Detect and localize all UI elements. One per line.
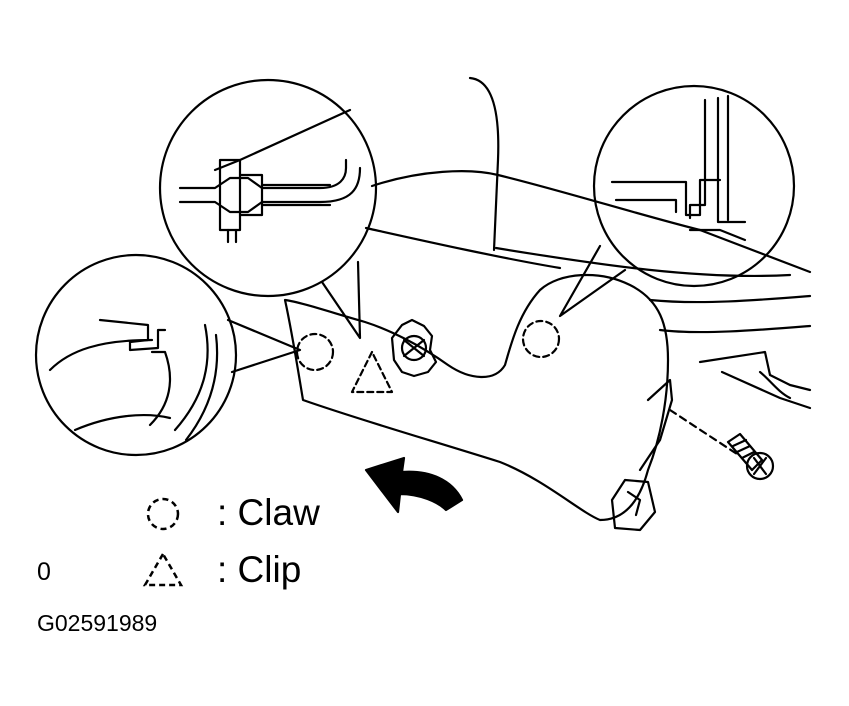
knob-icon [390,318,438,378]
seat-side-cover [283,273,670,522]
claw-marker-right [521,319,561,359]
claw-symbol-icon [146,497,180,531]
zero-label: 0 [37,558,51,586]
legend-clip-label: : Clip [217,549,302,590]
seat-body-outline [364,76,812,410]
claw-marker-left [295,332,335,372]
detail-callout-claw-right [558,84,796,318]
figure-code: G02591989 [37,610,158,636]
legend-claw-label: : Claw [217,492,320,533]
push-direction-arrow-icon [364,456,464,514]
clip-marker [350,350,394,394]
detail-callout-clip [158,78,378,340]
clip-symbol-icon [142,551,184,587]
screw-icon [668,408,775,481]
detail-callout-claw-left [34,253,302,457]
seat-rail-bracket [610,378,674,532]
